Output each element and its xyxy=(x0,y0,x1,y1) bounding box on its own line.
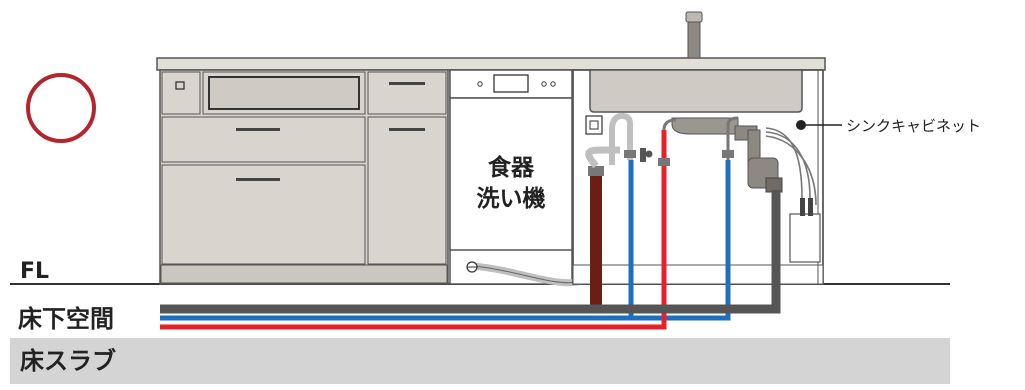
drain-pipe xyxy=(160,190,781,314)
cold-water-pipe xyxy=(726,116,739,160)
dishwasher-label-line2: 洗い機 xyxy=(477,186,546,212)
dishwasher-supply-hose xyxy=(609,112,633,165)
faucet-icon xyxy=(685,11,703,59)
dishwasher: 食器 洗い機 xyxy=(449,69,573,285)
electrical-outlet-icon xyxy=(585,115,603,135)
water-purifier-unit xyxy=(765,127,821,263)
cold-water-pipe-dishwasher xyxy=(628,160,731,321)
hot-water-pipe xyxy=(160,130,667,330)
dishwasher-drain-pipe xyxy=(585,146,620,306)
floor-slab-label: 床スラブ xyxy=(20,347,116,375)
shutoff-valve-icon xyxy=(640,148,653,162)
dishwasher-control-panel xyxy=(493,74,529,93)
floor-slab-band xyxy=(10,338,950,384)
ok-circle-icon xyxy=(26,73,96,143)
callout-dot-icon xyxy=(796,120,806,130)
sink-drain-trap xyxy=(671,117,783,193)
power-button-icon xyxy=(175,81,185,90)
underfloor-space-label: 床下空間 xyxy=(18,305,114,333)
left-drawer-cabinet xyxy=(159,69,449,285)
sink-basin xyxy=(589,69,803,113)
countertop xyxy=(156,57,826,71)
floor-level-label: FL xyxy=(20,259,49,284)
dishwasher-label-line1: 食器 xyxy=(488,154,535,181)
sink-cabinet-label: シンクキャビネット xyxy=(846,117,981,135)
